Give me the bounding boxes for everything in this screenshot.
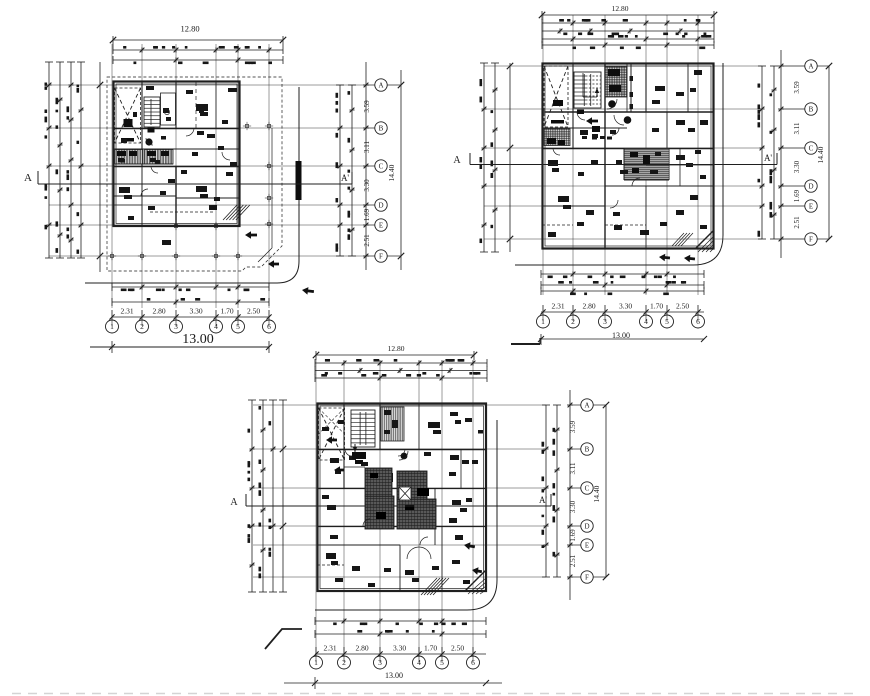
svg-text:2.50: 2.50 xyxy=(451,644,464,653)
svg-text:5: 5 xyxy=(665,317,669,326)
svg-text:3: 3 xyxy=(378,658,382,667)
svg-text:2: 2 xyxy=(571,317,575,326)
svg-text:1: 1 xyxy=(314,658,318,667)
svg-text:2.51: 2.51 xyxy=(569,554,577,567)
svg-text:1: 1 xyxy=(541,317,545,326)
svg-text:F: F xyxy=(379,252,383,260)
svg-text:2.31: 2.31 xyxy=(323,644,336,653)
svg-text:2.51: 2.51 xyxy=(793,216,801,229)
svg-text:C: C xyxy=(809,144,814,152)
svg-text:3.30: 3.30 xyxy=(363,179,371,192)
svg-text:3.11: 3.11 xyxy=(363,141,371,153)
svg-text:14.40: 14.40 xyxy=(816,146,825,163)
svg-text:6: 6 xyxy=(696,317,700,326)
svg-text:4: 4 xyxy=(644,317,648,326)
svg-text:F: F xyxy=(585,573,589,581)
svg-text:D: D xyxy=(584,522,589,530)
svg-text:B: B xyxy=(585,445,590,453)
svg-text:2.31: 2.31 xyxy=(551,302,564,311)
svg-text:2.50: 2.50 xyxy=(676,302,689,311)
svg-text:3.30: 3.30 xyxy=(393,644,406,653)
svg-text:12.80: 12.80 xyxy=(612,4,629,13)
svg-text:12.80: 12.80 xyxy=(180,24,199,34)
svg-text:14.40: 14.40 xyxy=(387,164,396,181)
svg-text:3: 3 xyxy=(603,317,607,326)
svg-text:3.11: 3.11 xyxy=(793,122,801,134)
svg-text:3.30: 3.30 xyxy=(793,160,801,173)
svg-text:F: F xyxy=(809,235,813,243)
svg-text:1: 1 xyxy=(110,322,114,331)
svg-text:C: C xyxy=(379,162,384,170)
svg-text:3.30: 3.30 xyxy=(189,307,202,316)
svg-text:2.31: 2.31 xyxy=(120,307,133,316)
svg-text:4: 4 xyxy=(417,658,421,667)
svg-text:3.11: 3.11 xyxy=(569,462,577,474)
svg-text:C: C xyxy=(585,484,590,492)
svg-text:D: D xyxy=(378,201,383,209)
svg-text:13.00: 13.00 xyxy=(182,332,214,347)
svg-text:2.80: 2.80 xyxy=(152,307,165,316)
svg-text:E: E xyxy=(585,541,589,549)
svg-text:D: D xyxy=(808,182,813,190)
svg-text:4: 4 xyxy=(214,322,218,331)
svg-text:2.50: 2.50 xyxy=(247,307,260,316)
svg-text:A: A xyxy=(230,497,238,508)
svg-text:A: A xyxy=(808,62,813,70)
svg-text:1.69: 1.69 xyxy=(363,208,371,221)
svg-text:3.59: 3.59 xyxy=(569,420,577,433)
svg-text:2.80: 2.80 xyxy=(355,644,368,653)
svg-text:2: 2 xyxy=(342,658,346,667)
svg-text:A': A' xyxy=(764,153,772,163)
svg-text:6: 6 xyxy=(471,658,475,667)
svg-text:1.70: 1.70 xyxy=(220,307,233,316)
svg-text:5: 5 xyxy=(440,658,444,667)
svg-text:3.30: 3.30 xyxy=(569,500,577,513)
svg-text:E: E xyxy=(809,202,813,210)
svg-text:3: 3 xyxy=(174,322,178,331)
svg-text:14.40: 14.40 xyxy=(592,485,601,502)
svg-text:3.59: 3.59 xyxy=(793,81,801,94)
svg-text:B: B xyxy=(809,105,814,113)
svg-text:A: A xyxy=(584,401,589,409)
svg-text:E: E xyxy=(379,221,383,229)
svg-text:B: B xyxy=(379,124,384,132)
svg-text:1.69: 1.69 xyxy=(793,189,801,202)
svg-text:A: A xyxy=(453,155,461,166)
svg-text:6: 6 xyxy=(267,322,271,331)
svg-text:5: 5 xyxy=(236,322,240,331)
svg-text:3.59: 3.59 xyxy=(363,100,371,113)
svg-text:2: 2 xyxy=(140,322,144,331)
svg-text:1.69: 1.69 xyxy=(569,529,577,542)
svg-text:A: A xyxy=(378,81,383,89)
svg-text:2.51: 2.51 xyxy=(363,234,371,247)
svg-text:A': A' xyxy=(539,495,547,505)
svg-text:A: A xyxy=(24,172,32,184)
svg-text:3.30: 3.30 xyxy=(619,302,632,311)
svg-text:2.80: 2.80 xyxy=(582,302,595,311)
svg-text:1.70: 1.70 xyxy=(424,644,437,653)
svg-text:1.70: 1.70 xyxy=(650,302,663,311)
svg-text:A': A' xyxy=(341,173,349,183)
svg-text:13.00: 13.00 xyxy=(612,331,630,340)
svg-text:13.00: 13.00 xyxy=(385,671,403,680)
svg-text:12.80: 12.80 xyxy=(388,344,405,353)
